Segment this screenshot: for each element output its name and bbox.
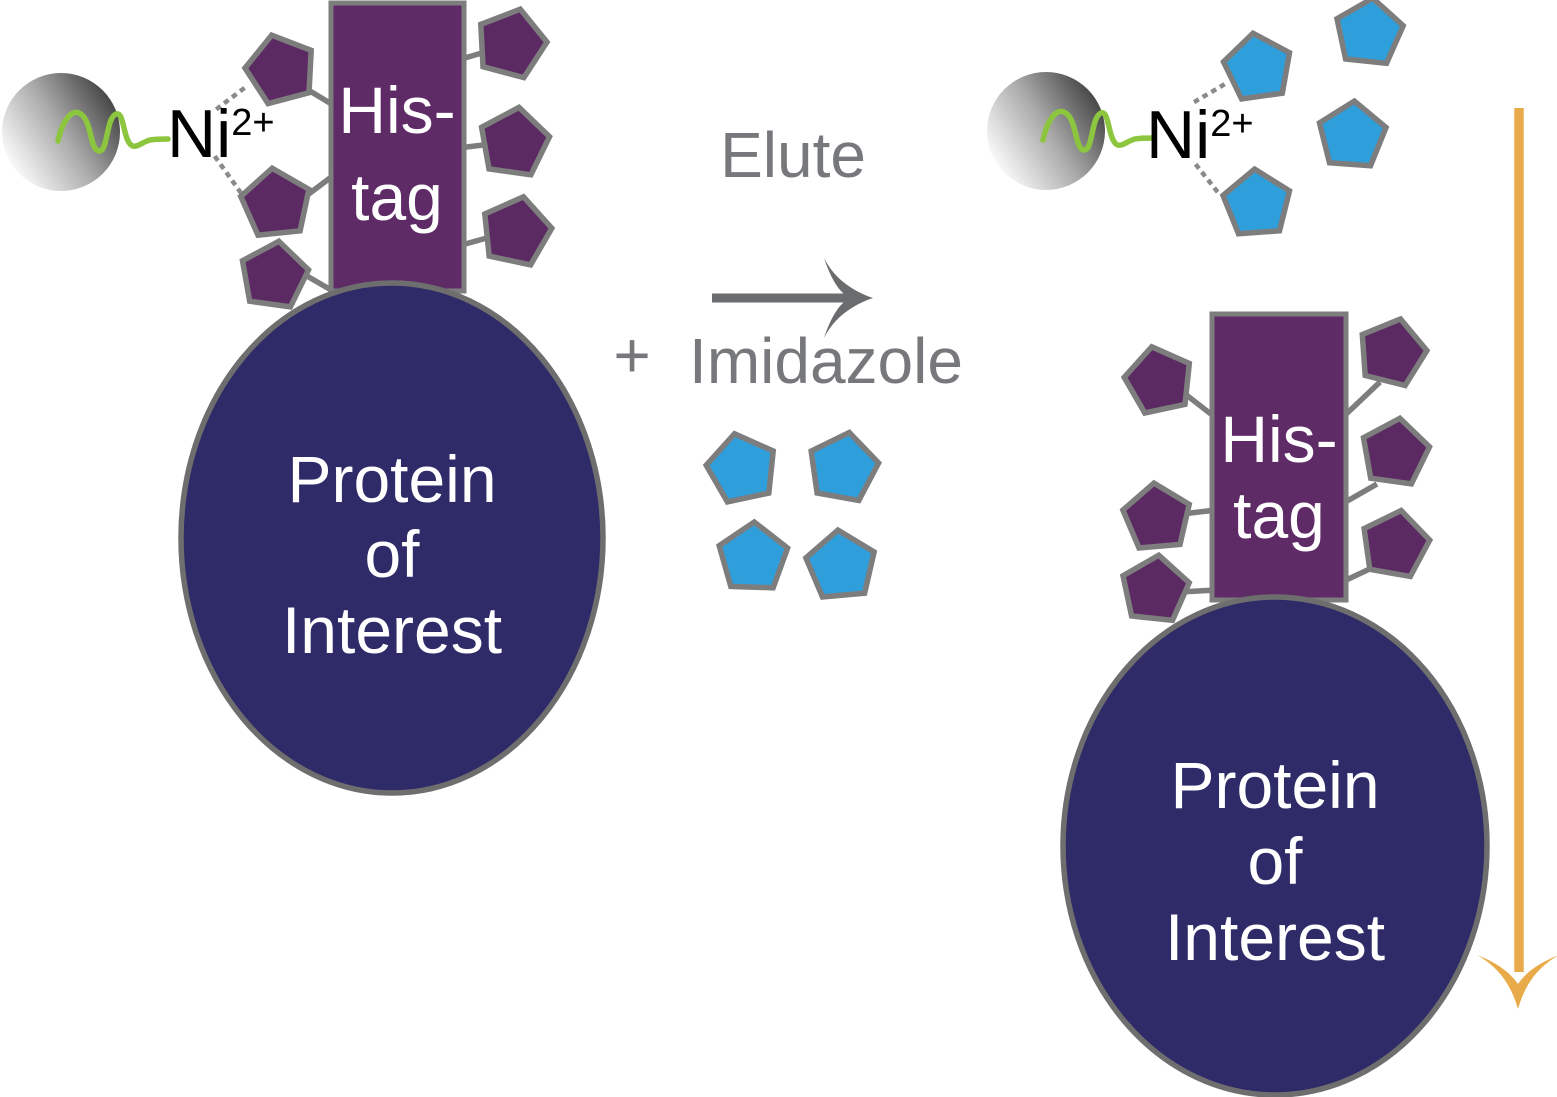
column-flow-arrow-head [1477,955,1557,1009]
elute-label: Elute [720,119,866,191]
protein-label-line2: of [1247,824,1303,898]
protein-ellipse [1060,594,1490,1097]
imidazole-pentagon [702,430,777,506]
histidine-pentagon [1119,479,1193,551]
his-tag-rect [328,0,467,294]
coordination-bond-dotted [212,154,245,197]
nickel-ion-label-left: Ni2+ [167,100,275,168]
his-tag-label-line1: His- [1220,402,1338,476]
coordination-bond-dotted [214,82,251,112]
nickel-ion-label-right: Ni2+ [1146,101,1254,169]
imidazole-pentagon [1220,29,1293,102]
protein-label-line2: of [364,517,420,591]
protein-label-line3: Interest [1164,900,1386,974]
histidine-pentagon [481,193,556,269]
histidine-pentagon [1120,343,1193,417]
imidazole-pentagon [1219,165,1293,237]
protein-label-line1: Protein [1170,748,1380,822]
coordination-bond-dotted [1193,162,1224,199]
histidine-pentagon [1119,551,1193,624]
histidine-pentagon [241,31,315,107]
histidine-pentagon [239,237,312,310]
histidine-pentagon [1359,315,1431,389]
nickel-charge: 2+ [1210,103,1254,145]
histidine-pentagon [1361,507,1434,580]
protein-label-line3: Interest [281,593,503,667]
his-tag-rect [1209,311,1349,603]
nickel-symbol: Ni [167,96,232,172]
protein-ellipse [178,280,606,796]
coordination-bond-dotted [1192,80,1229,105]
histidine-pentagon [237,164,313,239]
plus-sign: + [613,319,651,391]
imidazole-pentagon [808,429,882,504]
nickel-symbol: Ni [1146,97,1211,173]
imidazole-pentagon [1333,0,1407,67]
imidazole-pentagon [802,526,878,600]
nickel-charge: 2+ [231,102,275,144]
protein-label-line1: Protein [287,442,497,516]
imidazole-label: Imidazole [689,325,963,397]
his-tag-label-line2: tag [351,160,443,234]
histidine-pentagon [477,5,551,81]
reaction-arrow-head [824,258,873,338]
imidazole-pentagon [1316,97,1390,169]
imidazole-pentagon [716,518,791,591]
his-tag-label-line1: His- [338,73,456,147]
his-tag-label-line2: tag [1233,478,1325,552]
histidine-pentagon [1360,414,1433,487]
histidine-pentagon [478,104,553,178]
